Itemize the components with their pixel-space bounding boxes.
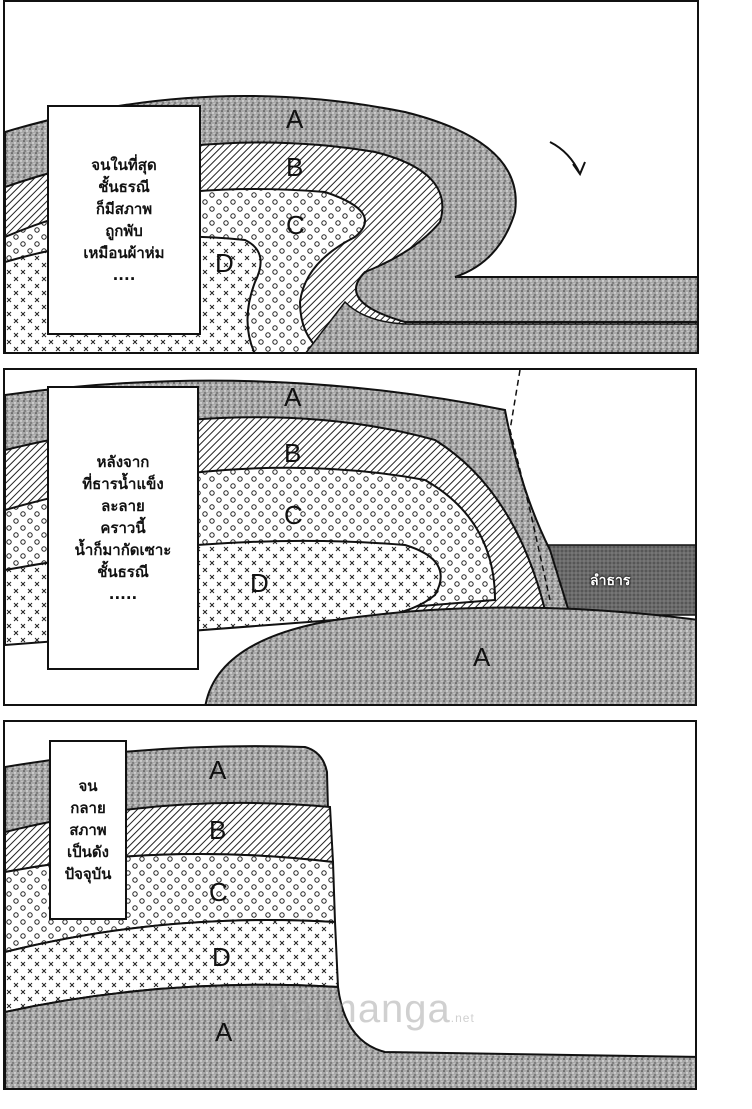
watermark: thaimanga.net (255, 987, 475, 1032)
panel-1: จนในที่สุด ชั้นธรณี ก็มีสภาพ ถูกพับ เหมื… (3, 0, 699, 354)
caption-line: ชั้นธรณี (97, 563, 149, 581)
caption-box-1: จนในที่สุด ชั้นธรณี ก็มีสภาพ ถูกพับ เหมื… (47, 105, 201, 335)
caption-line: สภาพ (69, 821, 107, 839)
caption-line: กลาย (70, 799, 106, 817)
layer-label-b: B (286, 152, 304, 182)
caption-line: ..... (108, 585, 138, 603)
layer-label-b: B (209, 815, 227, 845)
caption-box-2: หลังจาก ที่ธารน้ำแข็ง ละลาย คราวนี้ น้ำก… (47, 386, 199, 670)
arrow-icon (549, 141, 586, 177)
caption-line: ก็มีสภาพ (95, 200, 153, 218)
glacier-edge (509, 370, 551, 601)
layer-label-d: D (212, 942, 231, 972)
layer-label-c: C (286, 210, 305, 240)
lower-layer-a (305, 300, 697, 352)
layer-label-c: C (209, 877, 228, 907)
caption-line: ปัจจุบัน (64, 865, 112, 883)
caption-box-3: จน กลาย สภาพ เป็นดัง ปัจจุบัน (49, 740, 127, 920)
panel-3: จน กลาย สภาพ เป็นดัง ปัจจุบัน A B C D A … (3, 720, 697, 1090)
caption-line: ถูกพับ (105, 222, 143, 240)
layer-label-c: C (284, 500, 303, 530)
caption-line: ที่ธารน้ำแข็ง (82, 475, 164, 493)
layer-label-a: A (209, 755, 227, 785)
caption-line: ชั้นธรณี (98, 178, 150, 196)
caption-line: .... (112, 266, 136, 284)
caption-line: ละลาย (101, 497, 145, 515)
stream-label: ลำธาร (590, 573, 631, 589)
caption-line: เหมือนผ้าห่ม (83, 244, 165, 262)
layer-label-b: B (284, 438, 302, 468)
valley-floor (5, 983, 695, 1088)
caption-line: จน (78, 777, 98, 795)
watermark-suffix: .net (450, 1011, 475, 1025)
lower-layer-a (204, 606, 695, 704)
layer-label-d: D (215, 248, 234, 278)
caption-line: คราวนี้ (100, 519, 146, 537)
layer-label-a-lower: A (473, 642, 491, 672)
panel-2: หลังจาก ที่ธารน้ำแข็ง ละลาย คราวนี้ น้ำก… (3, 368, 697, 706)
layer-label-a: A (286, 104, 304, 134)
layer-label-d: D (250, 568, 269, 598)
caption-line: เป็นดัง (67, 843, 109, 861)
caption-line: หลังจาก (96, 453, 150, 471)
layer-label-a: A (284, 382, 302, 412)
layer-label-a-lower: A (215, 1017, 233, 1047)
caption-line: จนในที่สุด (91, 156, 157, 174)
watermark-text: thaimanga (255, 987, 451, 1031)
caption-line: น้ำก็มากัดเซาะ (74, 541, 172, 559)
